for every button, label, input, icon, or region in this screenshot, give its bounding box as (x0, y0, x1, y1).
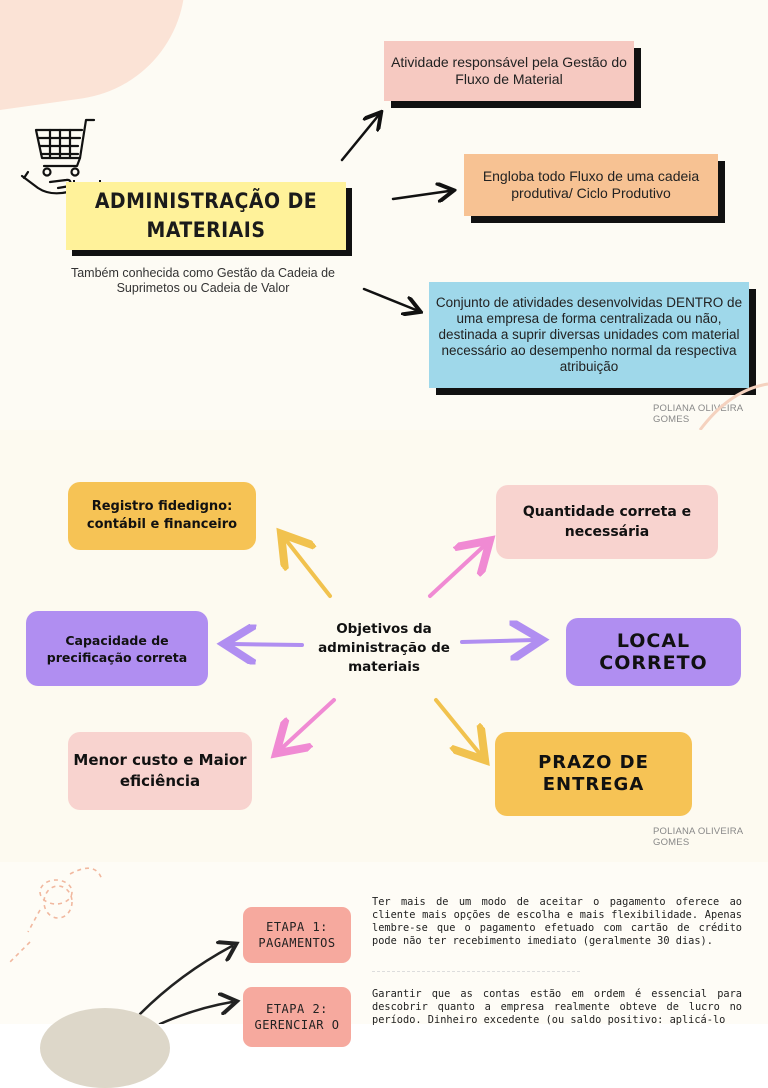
objective-registro-text: Registro fidedigno: contábil e financeir… (86, 499, 238, 532)
dashed-ring-2 (43, 885, 73, 919)
objective-menor-custo-text: Menor custo e Maior eficiência (73, 751, 247, 790)
steps-decorations (9, 867, 370, 1024)
definition-box-2: Engloba todo Fluxo de uma cadeia produti… (464, 154, 718, 216)
arrow-to-menor (282, 698, 336, 748)
section-steps (0, 862, 768, 1024)
arrow-to-box3 (362, 287, 416, 310)
step-2-description: Garantir que as contas estão em ordem é … (372, 988, 742, 1026)
step-2-badge: ETAPA 2: GERENCIAR O (243, 987, 351, 1047)
subtitle: Também conhecida como Gestão da Cadeia d… (70, 266, 336, 295)
objectives-arrows (0, 430, 768, 862)
dashed-ring-1 (39, 879, 73, 905)
title-line-1: ADMINISTRAÇÃO DE (94, 189, 318, 213)
decorative-swirl (698, 382, 768, 431)
step-2-label: ETAPA 2: GERENCIAR O (254, 1002, 340, 1032)
arrow-to-box2 (391, 191, 449, 199)
dashed-line-2 (9, 941, 31, 963)
objective-registro-card: Registro fidedigno: contábil e financeir… (68, 482, 256, 550)
objective-local-text: LOCAL CORRETO (599, 630, 708, 674)
step-1-description: Ter mais de um modo de aceitar o pagamen… (372, 896, 742, 947)
step-1-label: ETAPA 1: PAGAMENTOS (258, 920, 336, 950)
author-credit-2: POLIANA OLIVEIRA GOMES (653, 826, 743, 848)
main-title: ADMINISTRAÇÃO DE MATERIAIS (66, 182, 346, 250)
objective-local-card: LOCAL CORRETO (566, 618, 741, 686)
arrow-to-quantidade (428, 546, 484, 598)
title-line-2: MATERIAIS (146, 218, 266, 242)
definition-box-2-text: Engloba todo Fluxo de uma cadeia produti… (482, 168, 700, 201)
section1-arrows (340, 0, 768, 430)
author-credit-1: POLIANA OLIVEIRA GOMES (653, 403, 743, 425)
arrow-to-step1 (138, 946, 232, 1016)
arrow-to-capacidade (232, 644, 304, 645)
arrow-to-box1 (340, 116, 378, 162)
objective-quantidade-text: Quantidade correta e necessária (522, 504, 692, 540)
definition-box-3-text: Conjunto de atividades desenvolvidas DEN… (435, 295, 743, 374)
definition-box-1: Atividade responsável pela Gestão do Flu… (384, 41, 634, 101)
objective-quantidade-card: Quantidade correta e necessária (496, 485, 718, 559)
objective-prazo-card: PRAZO DE ENTREGA (495, 732, 692, 816)
step-1-badge: ETAPA 1: PAGAMENTOS (243, 907, 351, 963)
objective-capacidade-card: Capacidade de precificação correta (26, 611, 208, 686)
cart-in-hand-icon (20, 118, 100, 195)
definition-box-3: Conjunto de atividades desenvolvidas DEN… (429, 282, 749, 388)
divider (372, 971, 580, 972)
arrow-to-step2 (158, 1002, 232, 1024)
objective-prazo-text: PRAZO DE ENTREGA (538, 752, 649, 795)
definition-box-1-text: Atividade responsável pela Gestão do Flu… (391, 54, 627, 87)
objective-capacidade-text: Capacidade de precificação correta (46, 632, 188, 665)
dashed-curve (69, 867, 103, 881)
arrow-to-local (460, 640, 534, 642)
objective-menor-custo-card: Menor custo e Maior eficiência (68, 732, 252, 810)
dashed-line-1 (27, 909, 41, 933)
arrow-to-registro (286, 540, 332, 598)
objectives-center-label: Objetivos da administração de materiais (318, 621, 450, 675)
arrow-to-prazo (434, 698, 480, 754)
decorative-circle (40, 1008, 170, 1088)
